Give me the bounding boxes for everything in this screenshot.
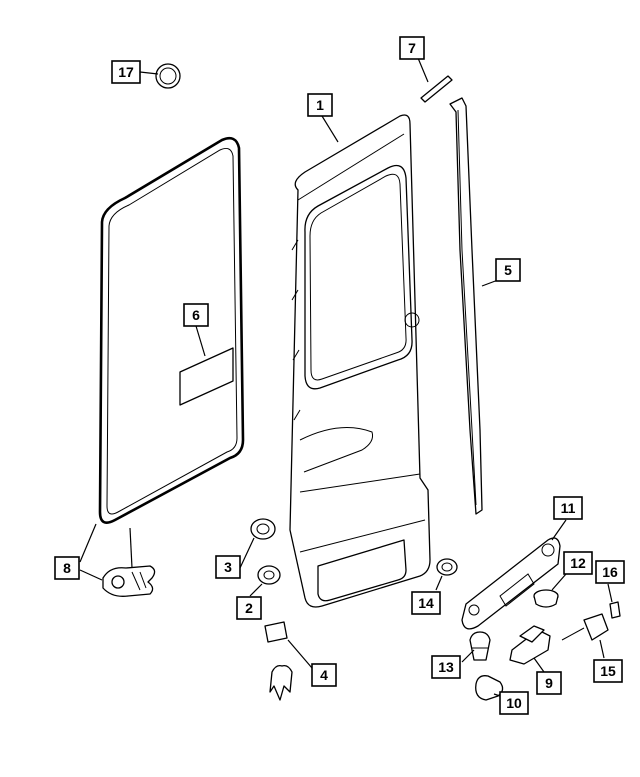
- rear-door-panel: [289, 114, 431, 608]
- callout-13-label: 13: [438, 659, 454, 675]
- callout-16-label: 16: [602, 564, 618, 580]
- callout-2-label: 2: [245, 600, 253, 616]
- upper-strip: [420, 75, 453, 103]
- callout-6-label: 6: [192, 307, 200, 323]
- lamp-housing: [461, 537, 561, 630]
- harness-grommet: [436, 558, 458, 576]
- callout-10: 10: [499, 691, 529, 715]
- callout-16: 16: [595, 560, 625, 584]
- callout-15: 15: [593, 659, 623, 683]
- callout-2: 2: [236, 596, 262, 620]
- callout-9-label: 9: [545, 675, 553, 691]
- bumper-stop-upper: [250, 518, 276, 540]
- callout-14: 14: [411, 591, 441, 615]
- retainer-clips: [264, 621, 293, 701]
- license-lamp: [509, 625, 551, 665]
- bulb: [475, 675, 504, 701]
- bulb-socket: [469, 631, 491, 661]
- callout-14-label: 14: [418, 595, 434, 611]
- callout-1-label: 1: [316, 97, 324, 113]
- callout-8-label: 8: [63, 560, 71, 576]
- door-label-pad: [179, 347, 234, 406]
- callout-12-label: 12: [570, 555, 586, 571]
- bumper-stop-lower: [257, 565, 281, 585]
- callout-15-label: 15: [600, 663, 616, 679]
- callout-5-label: 5: [504, 262, 512, 278]
- grommet: [155, 63, 181, 89]
- callout-8: 8: [54, 556, 80, 580]
- callout-9: 9: [536, 671, 562, 695]
- callout-10-label: 10: [506, 695, 522, 711]
- callout-4: 4: [311, 663, 337, 687]
- wiring-connector: [561, 601, 621, 641]
- callout-3: 3: [215, 555, 241, 579]
- callout-13: 13: [431, 655, 461, 679]
- callout-6: 6: [183, 303, 209, 327]
- callout-17: 17: [111, 60, 141, 84]
- callout-11: 11: [553, 496, 583, 520]
- seal-clip: [102, 565, 156, 597]
- vertical-weatherstrip: [449, 97, 483, 515]
- callout-7: 7: [399, 36, 425, 60]
- callout-12: 12: [563, 551, 593, 575]
- rubber-cap: [533, 589, 559, 608]
- callout-5: 5: [495, 258, 521, 282]
- callout-1: 1: [307, 93, 333, 117]
- callout-4-label: 4: [320, 667, 328, 683]
- callout-3-label: 3: [224, 559, 232, 575]
- callout-11-label: 11: [561, 500, 576, 516]
- callout-17-label: 17: [118, 64, 134, 80]
- door-seal: [98, 136, 245, 524]
- callout-7-label: 7: [408, 40, 416, 56]
